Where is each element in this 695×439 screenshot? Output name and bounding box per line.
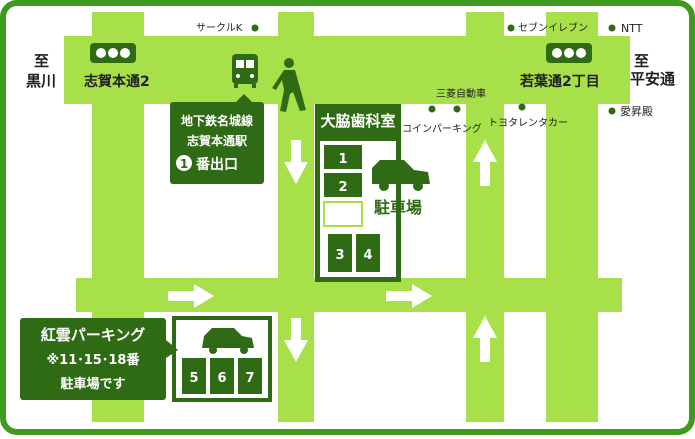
- parking-space-6: [210, 358, 234, 394]
- traffic-light-icon-right: [546, 43, 592, 63]
- landmark-dot-icon-coin: [428, 105, 436, 113]
- direction-left-2: 黒川: [26, 72, 56, 90]
- intersection-left-label: 志賀本通2: [84, 73, 150, 90]
- landmark-ntt: NTT: [621, 22, 643, 35]
- exit-label: 番出口: [195, 156, 238, 173]
- parking-space-5: [182, 358, 206, 394]
- landmark-coin-parking: コインパーキング: [402, 122, 482, 135]
- arrow-icon-down-1: [284, 140, 308, 184]
- road-lower-horizontal: [76, 278, 622, 312]
- arrow-icon-right-2: [386, 284, 432, 308]
- road-main-horizontal: [64, 36, 630, 104]
- landmark-dot-icon-circle-k: [251, 24, 259, 32]
- traffic-light-icon-left: [90, 43, 136, 63]
- landmark-aishoden: 愛昇殿: [620, 105, 653, 118]
- parking-space-2: [324, 173, 362, 197]
- parking-space-3: [328, 234, 352, 272]
- landmark-dot-icon-seven: [507, 24, 515, 32]
- landmark-dot-icon-aishoden: [608, 107, 616, 115]
- direction-right-2: 平安通: [630, 70, 675, 88]
- koun-parking-spaces: ※11･15･18番: [47, 352, 141, 368]
- landmark-seven-eleven: セブンイレブン: [518, 21, 588, 34]
- parking-space-empty: [323, 201, 363, 227]
- exit-number: 1: [180, 157, 188, 171]
- landmark-toyota-rental: トヨタレンタカー: [488, 117, 568, 129]
- car-icon-clinic: [372, 160, 430, 191]
- subway-station: 志賀本通駅: [187, 133, 248, 148]
- subway-label-box: [170, 102, 264, 184]
- parking-space-1: [324, 145, 362, 169]
- landmark-dot-icon-toyota: [518, 103, 526, 111]
- direction-right-1: 至: [634, 52, 649, 70]
- koun-label-box: [20, 318, 166, 400]
- arrow-icon-down-2: [284, 318, 308, 362]
- clinic-lot-label: 駐車場: [374, 198, 422, 217]
- koun-parking-note: 駐車場です: [60, 376, 125, 392]
- parking-space-7: [238, 358, 262, 394]
- parking-space-2-label: 2: [338, 180, 347, 195]
- parking-space-4-label: 4: [363, 248, 372, 263]
- koun-label-pointer: [166, 340, 178, 358]
- landmark-mitsubishi: 三菱自動車: [436, 87, 486, 100]
- landmark-dot-icon-mitsubishi: [453, 105, 461, 113]
- parking-space-1-label: 1: [338, 152, 347, 167]
- subway-pointer: [236, 94, 252, 102]
- direction-left-1: 至: [34, 52, 49, 70]
- subway-line: 地下鉄名城線: [181, 113, 253, 128]
- koun-parking-title: 紅雲パーキング: [41, 326, 146, 344]
- parking-space-5-label: 5: [189, 371, 198, 386]
- parking-space-3-label: 3: [335, 248, 344, 263]
- landmark-circle-k: サークルK: [196, 22, 243, 34]
- parking-space-7-label: 7: [245, 371, 254, 386]
- parking-space-4: [356, 234, 380, 272]
- arrow-icon-up-1: [473, 140, 497, 186]
- clinic-name: 大脇歯科室: [320, 112, 395, 130]
- train-icon: [232, 54, 258, 88]
- pedestrian-icon: [272, 58, 306, 112]
- parking-space-6-label: 6: [217, 371, 226, 386]
- landmark-dot-icon-ntt: [608, 24, 616, 32]
- arrow-icon-right-1: [168, 284, 214, 308]
- intersection-right-label: 若葉通2丁目: [519, 73, 600, 90]
- car-icon-koun: [202, 328, 254, 354]
- arrow-icon-up-2: [473, 316, 497, 362]
- exit-number-badge: [176, 155, 192, 171]
